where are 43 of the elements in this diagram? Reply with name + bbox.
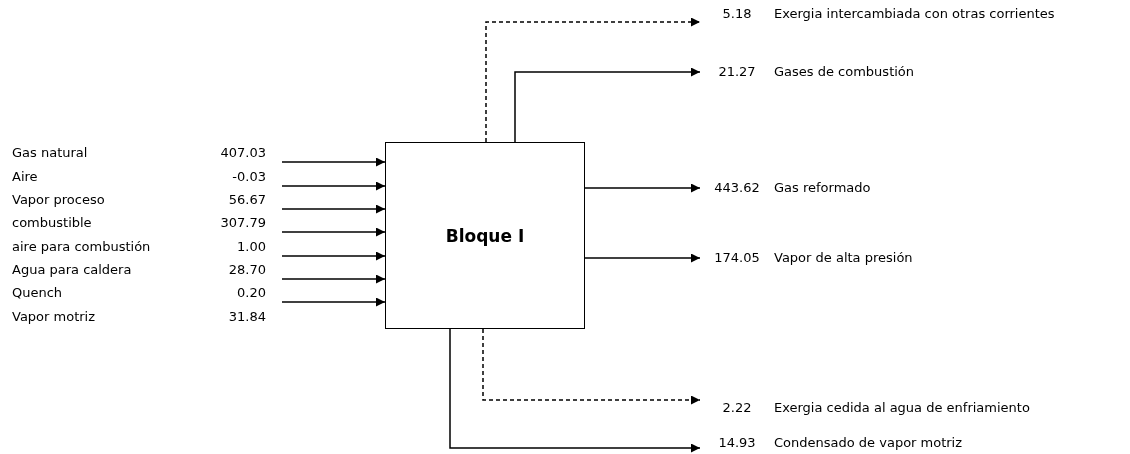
exergy-value: 407.03 xyxy=(219,144,266,162)
stream-name: Exergia intercambiada con otras corrientes xyxy=(774,5,1056,23)
exergy-value: 28.70 xyxy=(227,261,266,279)
exergy-value: 174.05 xyxy=(713,249,761,267)
arrow xyxy=(281,227,386,237)
stream-name: Agua para caldera xyxy=(12,261,133,279)
exergy-value: 14.93 xyxy=(717,434,757,452)
arrow xyxy=(281,297,386,307)
arrow xyxy=(281,274,386,284)
arrow xyxy=(281,181,386,191)
exergy-value: 1.00 xyxy=(236,238,266,256)
exergy-value: 307.79 xyxy=(219,214,266,232)
stream-name: Vapor motriz xyxy=(12,308,97,326)
stream-name: Vapor de alta presión xyxy=(774,249,914,267)
arrow xyxy=(281,204,386,214)
stream-name: Aire xyxy=(12,168,39,186)
exergy-value: 2.22 xyxy=(721,399,753,417)
exergy-value: -0.03 xyxy=(231,168,266,186)
arrow xyxy=(281,251,386,261)
arrow xyxy=(449,328,701,453)
exergy-value: 0.20 xyxy=(236,284,266,302)
exergy-value: 21.27 xyxy=(717,63,757,81)
stream-name: combustible xyxy=(12,214,93,232)
exergy-value: 31.84 xyxy=(227,308,266,326)
stream-name: Vapor proceso xyxy=(12,191,106,209)
arrow xyxy=(584,253,701,263)
stream-name: aire para combustión xyxy=(12,238,152,256)
exergy-value: 56.67 xyxy=(227,191,266,209)
arrow xyxy=(485,17,701,143)
stream-name: Condensado de vapor motriz xyxy=(774,434,964,452)
block-title: Bloque I xyxy=(445,225,525,246)
stream-name: Exergia cedida al agua de enfriamiento xyxy=(774,399,1031,417)
exergy-value: 443.62 xyxy=(713,179,761,197)
stream-name: Gas natural xyxy=(12,144,89,162)
stream-name: Gas reformado xyxy=(774,179,872,197)
arrow xyxy=(281,157,386,167)
arrow xyxy=(584,183,701,193)
arrow xyxy=(482,328,701,405)
arrow xyxy=(514,67,701,143)
stream-name: Gases de combustión xyxy=(774,63,916,81)
stream-name: Quench xyxy=(12,284,64,302)
process-block xyxy=(385,142,585,329)
exergy-value: 5.18 xyxy=(721,5,753,23)
